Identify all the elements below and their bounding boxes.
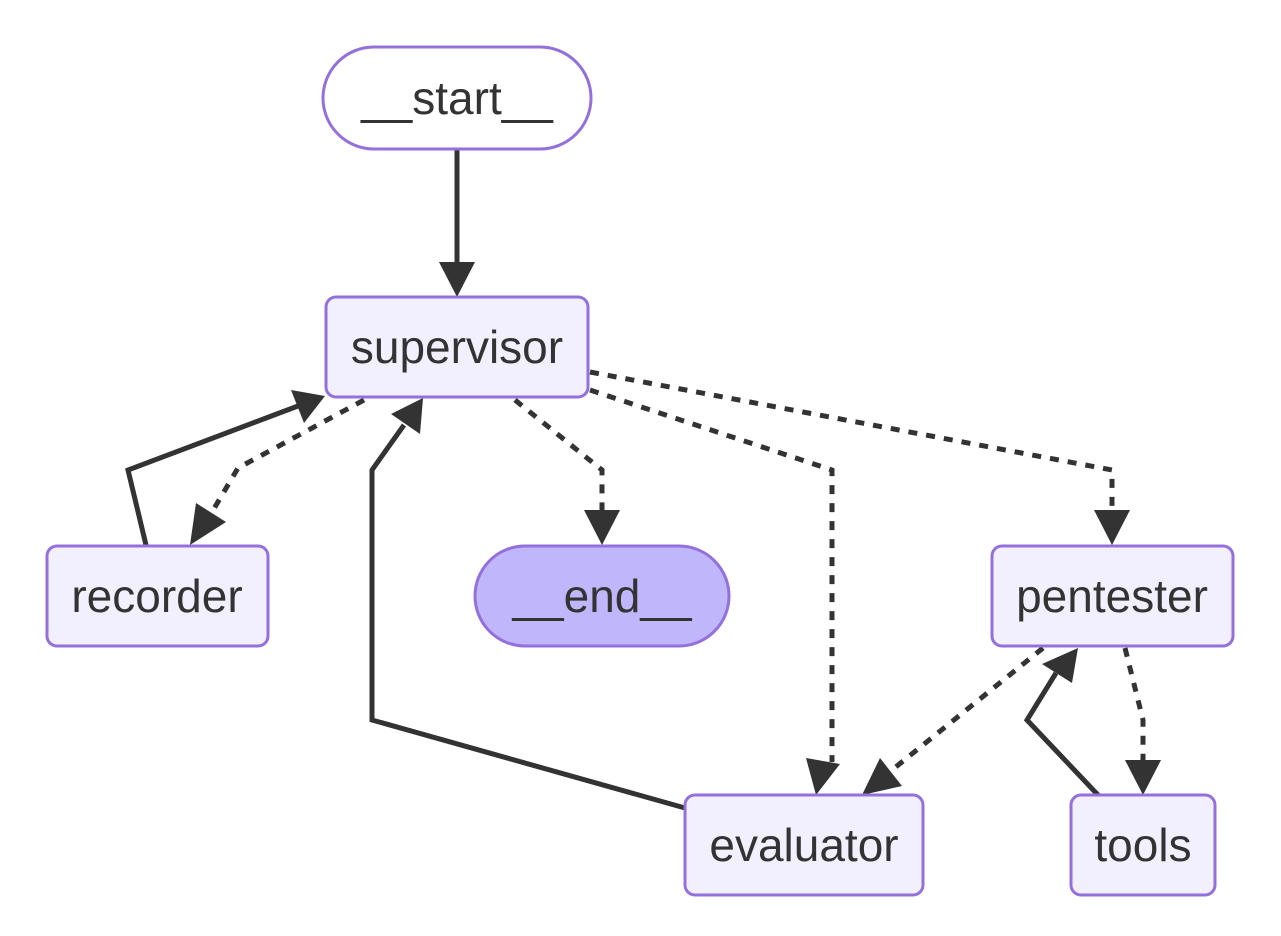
node-supervisor[interactable]: supervisor (324, 295, 590, 399)
edge-supervisor-to-evaluator (589, 387, 840, 795)
edge-pentester-to-tools (1122, 647, 1161, 795)
edge-pentester-to-evaluator (862, 646, 1045, 795)
edge-supervisor-to-recorder (190, 397, 366, 545)
edge-evaluator-to-supervisor (369, 398, 686, 811)
edge-tools-to-pentester (1023, 648, 1100, 797)
edge-recorder-to-supervisor (125, 390, 325, 546)
node-evaluator[interactable]: evaluator (683, 793, 925, 897)
node-end-label: __end__ (511, 570, 692, 622)
node-start-label: __start__ (360, 72, 554, 124)
node-tools[interactable]: tools (1069, 793, 1217, 897)
nodes: __start__ supervisor recorder __end__ pe… (45, 45, 1235, 897)
node-recorder-label: recorder (71, 570, 242, 622)
node-end[interactable]: __end__ (473, 544, 731, 648)
node-pentester[interactable]: pentester (990, 544, 1235, 648)
node-start[interactable]: __start__ (321, 45, 593, 151)
edges (125, 150, 1161, 811)
edge-supervisor-to-pentester (589, 369, 1130, 545)
node-supervisor-label: supervisor (351, 321, 563, 373)
node-tools-label: tools (1094, 819, 1191, 871)
node-recorder[interactable]: recorder (45, 544, 270, 648)
edge-start-to-supervisor (439, 150, 475, 297)
edge-supervisor-to-end (513, 398, 620, 545)
node-pentester-label: pentester (1016, 570, 1208, 622)
node-evaluator-label: evaluator (709, 819, 898, 871)
